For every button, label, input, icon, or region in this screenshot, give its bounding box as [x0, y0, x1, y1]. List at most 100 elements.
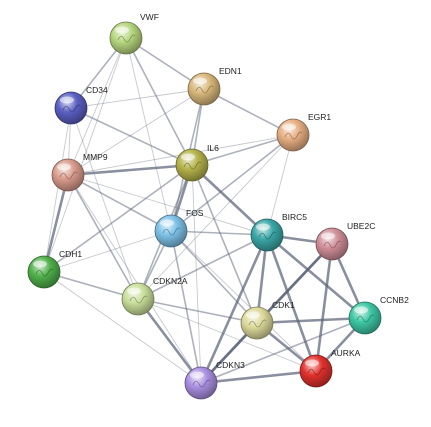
node-highlight	[127, 287, 141, 295]
node-sphere[interactable]	[109, 21, 143, 55]
edge-birc5-ccnb2	[265, 233, 367, 320]
protein-structure-icon	[284, 131, 303, 140]
edge-il6-cdh1	[43, 164, 193, 273]
node-highlight	[282, 123, 296, 131]
edge-egr1-il6	[191, 134, 294, 166]
protein-structure-icon	[129, 295, 148, 304]
node-mmp9[interactable]: MMP9	[51, 152, 108, 192]
node-highlight	[256, 223, 270, 231]
node-highlight	[57, 163, 71, 171]
node-label: VWF	[140, 12, 159, 22]
node-label: CD34	[86, 85, 108, 95]
node-highlight	[321, 232, 335, 240]
node-cdh1[interactable]: CDH1	[27, 249, 82, 289]
node-highlight	[354, 306, 368, 314]
edge-cdkn2a-aurka	[137, 298, 317, 372]
node-highlight	[305, 359, 319, 367]
node-aurka[interactable]: AURKA	[299, 348, 361, 388]
edge-vwf-mmp9	[67, 37, 127, 176]
protein-structure-icon	[307, 367, 326, 376]
node-sphere[interactable]	[240, 306, 274, 340]
edge-fos-cdkn3	[170, 230, 202, 384]
node-sphere[interactable]	[154, 214, 188, 248]
edge-edn1-cd34	[70, 88, 205, 109]
node-sphere[interactable]	[27, 255, 61, 289]
edge-fos-cdh1	[43, 230, 172, 273]
node-highlight	[181, 153, 195, 161]
node-il6[interactable]: IL6	[175, 143, 219, 182]
node-cdkn2a[interactable]: CDKN2A	[121, 276, 188, 316]
node-label: CDH1	[59, 249, 82, 259]
node-sphere[interactable]	[184, 366, 218, 400]
protein-structure-icon	[62, 104, 81, 113]
node-sphere[interactable]	[299, 354, 333, 388]
node-sphere[interactable]	[54, 91, 88, 125]
edge-cd34-cdkn2a	[70, 107, 139, 300]
node-ube2c[interactable]: UBE2C	[315, 221, 375, 261]
node-highlight	[190, 371, 204, 379]
node-label: FOS	[186, 208, 204, 218]
protein-structure-icon	[183, 161, 202, 170]
edge-mmp9-cdkn2a	[67, 174, 139, 300]
protein-structure-icon	[35, 268, 54, 277]
edge-il6-birc5	[190, 163, 269, 237]
node-highlight	[60, 96, 74, 104]
node-sphere[interactable]	[121, 282, 155, 316]
edge-mmp9-cdkn3	[67, 174, 202, 384]
protein-structure-icon	[195, 85, 214, 94]
node-highlight	[160, 219, 174, 227]
node-label: IL6	[207, 143, 219, 153]
edge-vwf-il6	[125, 37, 193, 166]
protein-structure-icon	[248, 319, 267, 328]
node-edn1[interactable]: EDN1	[187, 66, 242, 106]
edge-edn1-mmp9	[67, 88, 205, 176]
edge-cd34-il6	[70, 107, 193, 166]
node-label: AURKA	[331, 348, 361, 358]
edge-ube2c-aurka	[314, 242, 334, 373]
protein-structure-icon	[59, 171, 78, 180]
node-label: CDKN2A	[153, 276, 188, 286]
edge-mmp9-fos	[67, 174, 172, 232]
edge-il6-mmp9	[66, 163, 194, 177]
node-highlight	[33, 260, 47, 268]
node-label: CDKN3	[216, 360, 245, 370]
node-cdk1[interactable]: CDK1	[240, 300, 295, 340]
node-ccnb2[interactable]: CCNB2	[348, 295, 409, 335]
edge-cdkn2a-cdkn3	[136, 297, 203, 385]
node-birc5[interactable]: BIRC5	[250, 212, 307, 252]
edge-il6-cdkn3	[191, 164, 202, 384]
node-egr1[interactable]: EGR1	[276, 112, 331, 152]
node-label: CDK1	[272, 300, 295, 310]
edge-egr1-fos	[170, 134, 294, 232]
edge-birc5-egr1	[266, 134, 294, 236]
node-sphere[interactable]	[175, 148, 209, 182]
node-sphere[interactable]	[51, 158, 85, 192]
edge-birc5-cdkn2a	[137, 234, 268, 300]
node-cd34[interactable]: CD34	[54, 85, 108, 125]
node-sphere[interactable]	[187, 72, 221, 106]
edge-cd34-cdh1	[43, 107, 72, 273]
protein-structure-icon	[356, 314, 375, 323]
edge-ccnb2-cdk1	[255, 316, 367, 325]
node-sphere[interactable]	[348, 301, 382, 335]
node-fos[interactable]: FOS	[154, 208, 204, 248]
edge-cdh1-cdkn3	[43, 271, 202, 384]
protein-structure-icon	[258, 231, 277, 240]
protein-structure-icon	[162, 227, 181, 236]
node-label: MMP9	[83, 152, 108, 162]
edge-vwf-cdh1	[43, 37, 127, 273]
node-vwf[interactable]: VWF	[109, 12, 159, 55]
edge-edn1-egr1	[203, 88, 294, 136]
node-sphere[interactable]	[315, 227, 349, 261]
node-highlight	[246, 311, 260, 319]
edge-cdk1-cdkn2a	[137, 298, 258, 324]
node-sphere[interactable]	[276, 118, 310, 152]
node-cdkn3[interactable]: CDKN3	[184, 360, 245, 400]
edge-egr1-cdkn2a	[137, 134, 294, 300]
node-sphere[interactable]	[250, 218, 284, 252]
edge-birc5-cdkn3	[199, 233, 269, 385]
edge-mmp9-cdh1	[42, 173, 70, 274]
edge-birc5-aurka	[265, 233, 318, 373]
